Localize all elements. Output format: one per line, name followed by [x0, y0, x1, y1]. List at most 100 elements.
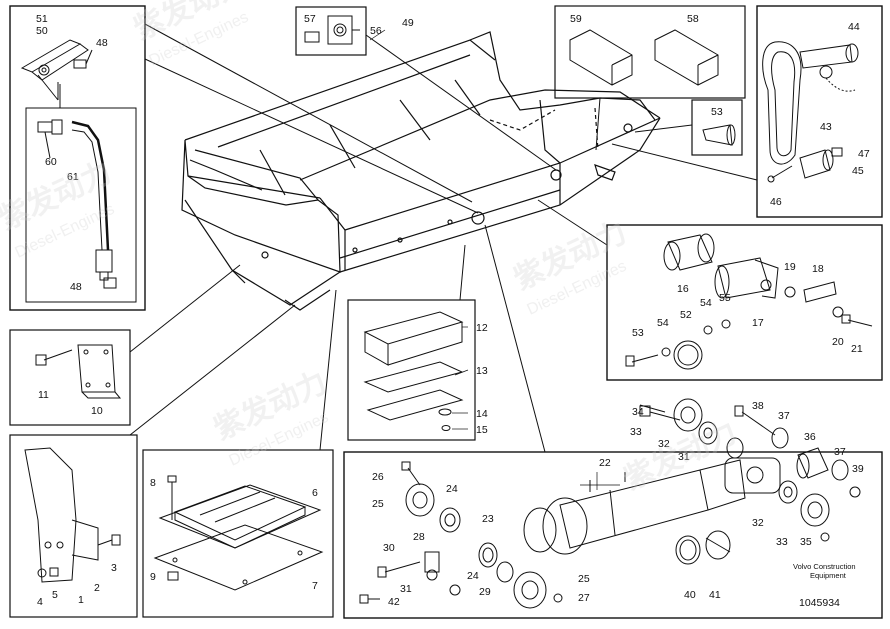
seal-23	[478, 542, 498, 568]
nut-9	[167, 571, 179, 581]
washer-14	[438, 408, 452, 416]
callout-12: 12	[476, 322, 488, 334]
callout-25-lower: 25	[578, 573, 590, 585]
washer-54-right	[703, 325, 713, 335]
bolt-42	[359, 594, 380, 604]
bolt-26	[401, 461, 421, 486]
bolt-30	[377, 561, 421, 578]
clip-29	[449, 584, 461, 596]
callout-21: 21	[851, 343, 863, 355]
callout-16: 16	[677, 283, 689, 295]
callout-58: 58	[687, 13, 699, 25]
seal-24-upper	[439, 507, 461, 533]
callout-24-lower: 24	[467, 570, 479, 582]
nut-5	[49, 567, 59, 577]
caption-line1: Volvo Construction	[793, 562, 856, 571]
callout-54-left: 54	[657, 317, 669, 329]
callout-27: 27	[578, 592, 590, 604]
chain-link-43	[762, 41, 802, 165]
pin-47	[831, 147, 843, 157]
box-pivot-pin	[606, 224, 883, 381]
brackets-59-58	[569, 29, 719, 86]
washer-4	[37, 568, 47, 578]
plate-18	[803, 281, 837, 303]
callout-44: 44	[848, 21, 860, 33]
callout-15: 15	[476, 424, 488, 436]
fitting-28	[424, 551, 440, 581]
ring-52	[673, 340, 703, 370]
box-59-58	[554, 5, 746, 99]
box-10-11	[9, 329, 131, 426]
pin-44	[799, 43, 859, 92]
callout-29: 29	[479, 586, 491, 598]
callout-46: 46	[770, 196, 782, 208]
callout-7: 7	[312, 580, 318, 592]
bolt-11	[35, 349, 73, 366]
bolt-3	[97, 534, 121, 546]
bolt-53	[625, 354, 659, 367]
callout-20: 20	[832, 336, 844, 348]
drawing-number: 1045934	[799, 597, 840, 609]
callout-54-top: 54	[700, 297, 712, 309]
callout-28: 28	[413, 531, 425, 543]
dump-body	[181, 31, 661, 311]
callout-31-left: 31	[400, 583, 412, 595]
callout-48-top: 48	[96, 37, 108, 49]
callout-34: 34	[632, 406, 644, 418]
callout-41: 41	[709, 589, 721, 601]
caption: Volvo Construction Equipment 1045934	[793, 562, 856, 609]
bolt-46	[767, 165, 793, 183]
callout-18: 18	[812, 263, 824, 275]
callout-43: 43	[820, 121, 832, 133]
callout-39: 39	[852, 463, 864, 475]
callout-4: 4	[37, 596, 43, 608]
fitting-60	[37, 119, 63, 159]
cylinder-22	[523, 457, 781, 555]
nut-35	[820, 532, 830, 542]
callout-52: 52	[680, 309, 692, 321]
pad-6	[158, 484, 322, 549]
bolt-38	[734, 405, 776, 436]
mount-plate-1	[24, 447, 99, 583]
callout-45: 45	[852, 165, 864, 177]
box-inner-hose	[25, 107, 137, 303]
shim-7	[153, 524, 324, 591]
fitting-48-bottom	[103, 277, 117, 289]
box-57-56	[295, 6, 367, 56]
shim-13	[363, 361, 464, 393]
callout-17: 17	[752, 317, 764, 329]
fitting-48-top	[73, 49, 93, 69]
pin-17	[714, 257, 779, 299]
callout-1: 1	[78, 594, 84, 606]
callout-labels: 51 50 48 60 61 48 57 56 49 59 58 53 44 4…	[36, 13, 870, 608]
callout-5: 5	[52, 589, 58, 601]
bolt-8	[167, 475, 177, 520]
callout-33-upper: 33	[630, 426, 642, 438]
callout-38: 38	[752, 400, 764, 412]
box-cylinder	[343, 451, 883, 619]
callout-26: 26	[372, 471, 384, 483]
washer-37-upper	[771, 427, 789, 449]
callout-9: 9	[150, 571, 156, 583]
seal-24-lower	[496, 561, 514, 583]
washer-20	[832, 306, 844, 318]
box-pad-6-9	[142, 449, 334, 618]
callout-10: 10	[91, 405, 103, 417]
nut-27	[553, 593, 563, 603]
callout-2: 2	[94, 582, 100, 594]
callout-33-lower: 33	[776, 536, 788, 548]
callout-25-top: 25	[372, 498, 384, 510]
bearing-33-lower	[800, 493, 830, 527]
callout-57: 57	[304, 13, 316, 25]
plug-53	[702, 124, 736, 146]
callout-8: 8	[150, 477, 156, 489]
clamp-40	[675, 535, 701, 565]
callout-3: 3	[111, 562, 117, 574]
pad-12	[363, 311, 464, 366]
box-top-left	[9, 5, 146, 311]
callout-60: 60	[45, 156, 57, 168]
callout-53-top: 53	[711, 106, 723, 118]
washer-32-lower	[778, 480, 798, 504]
clamp-41	[705, 530, 731, 560]
